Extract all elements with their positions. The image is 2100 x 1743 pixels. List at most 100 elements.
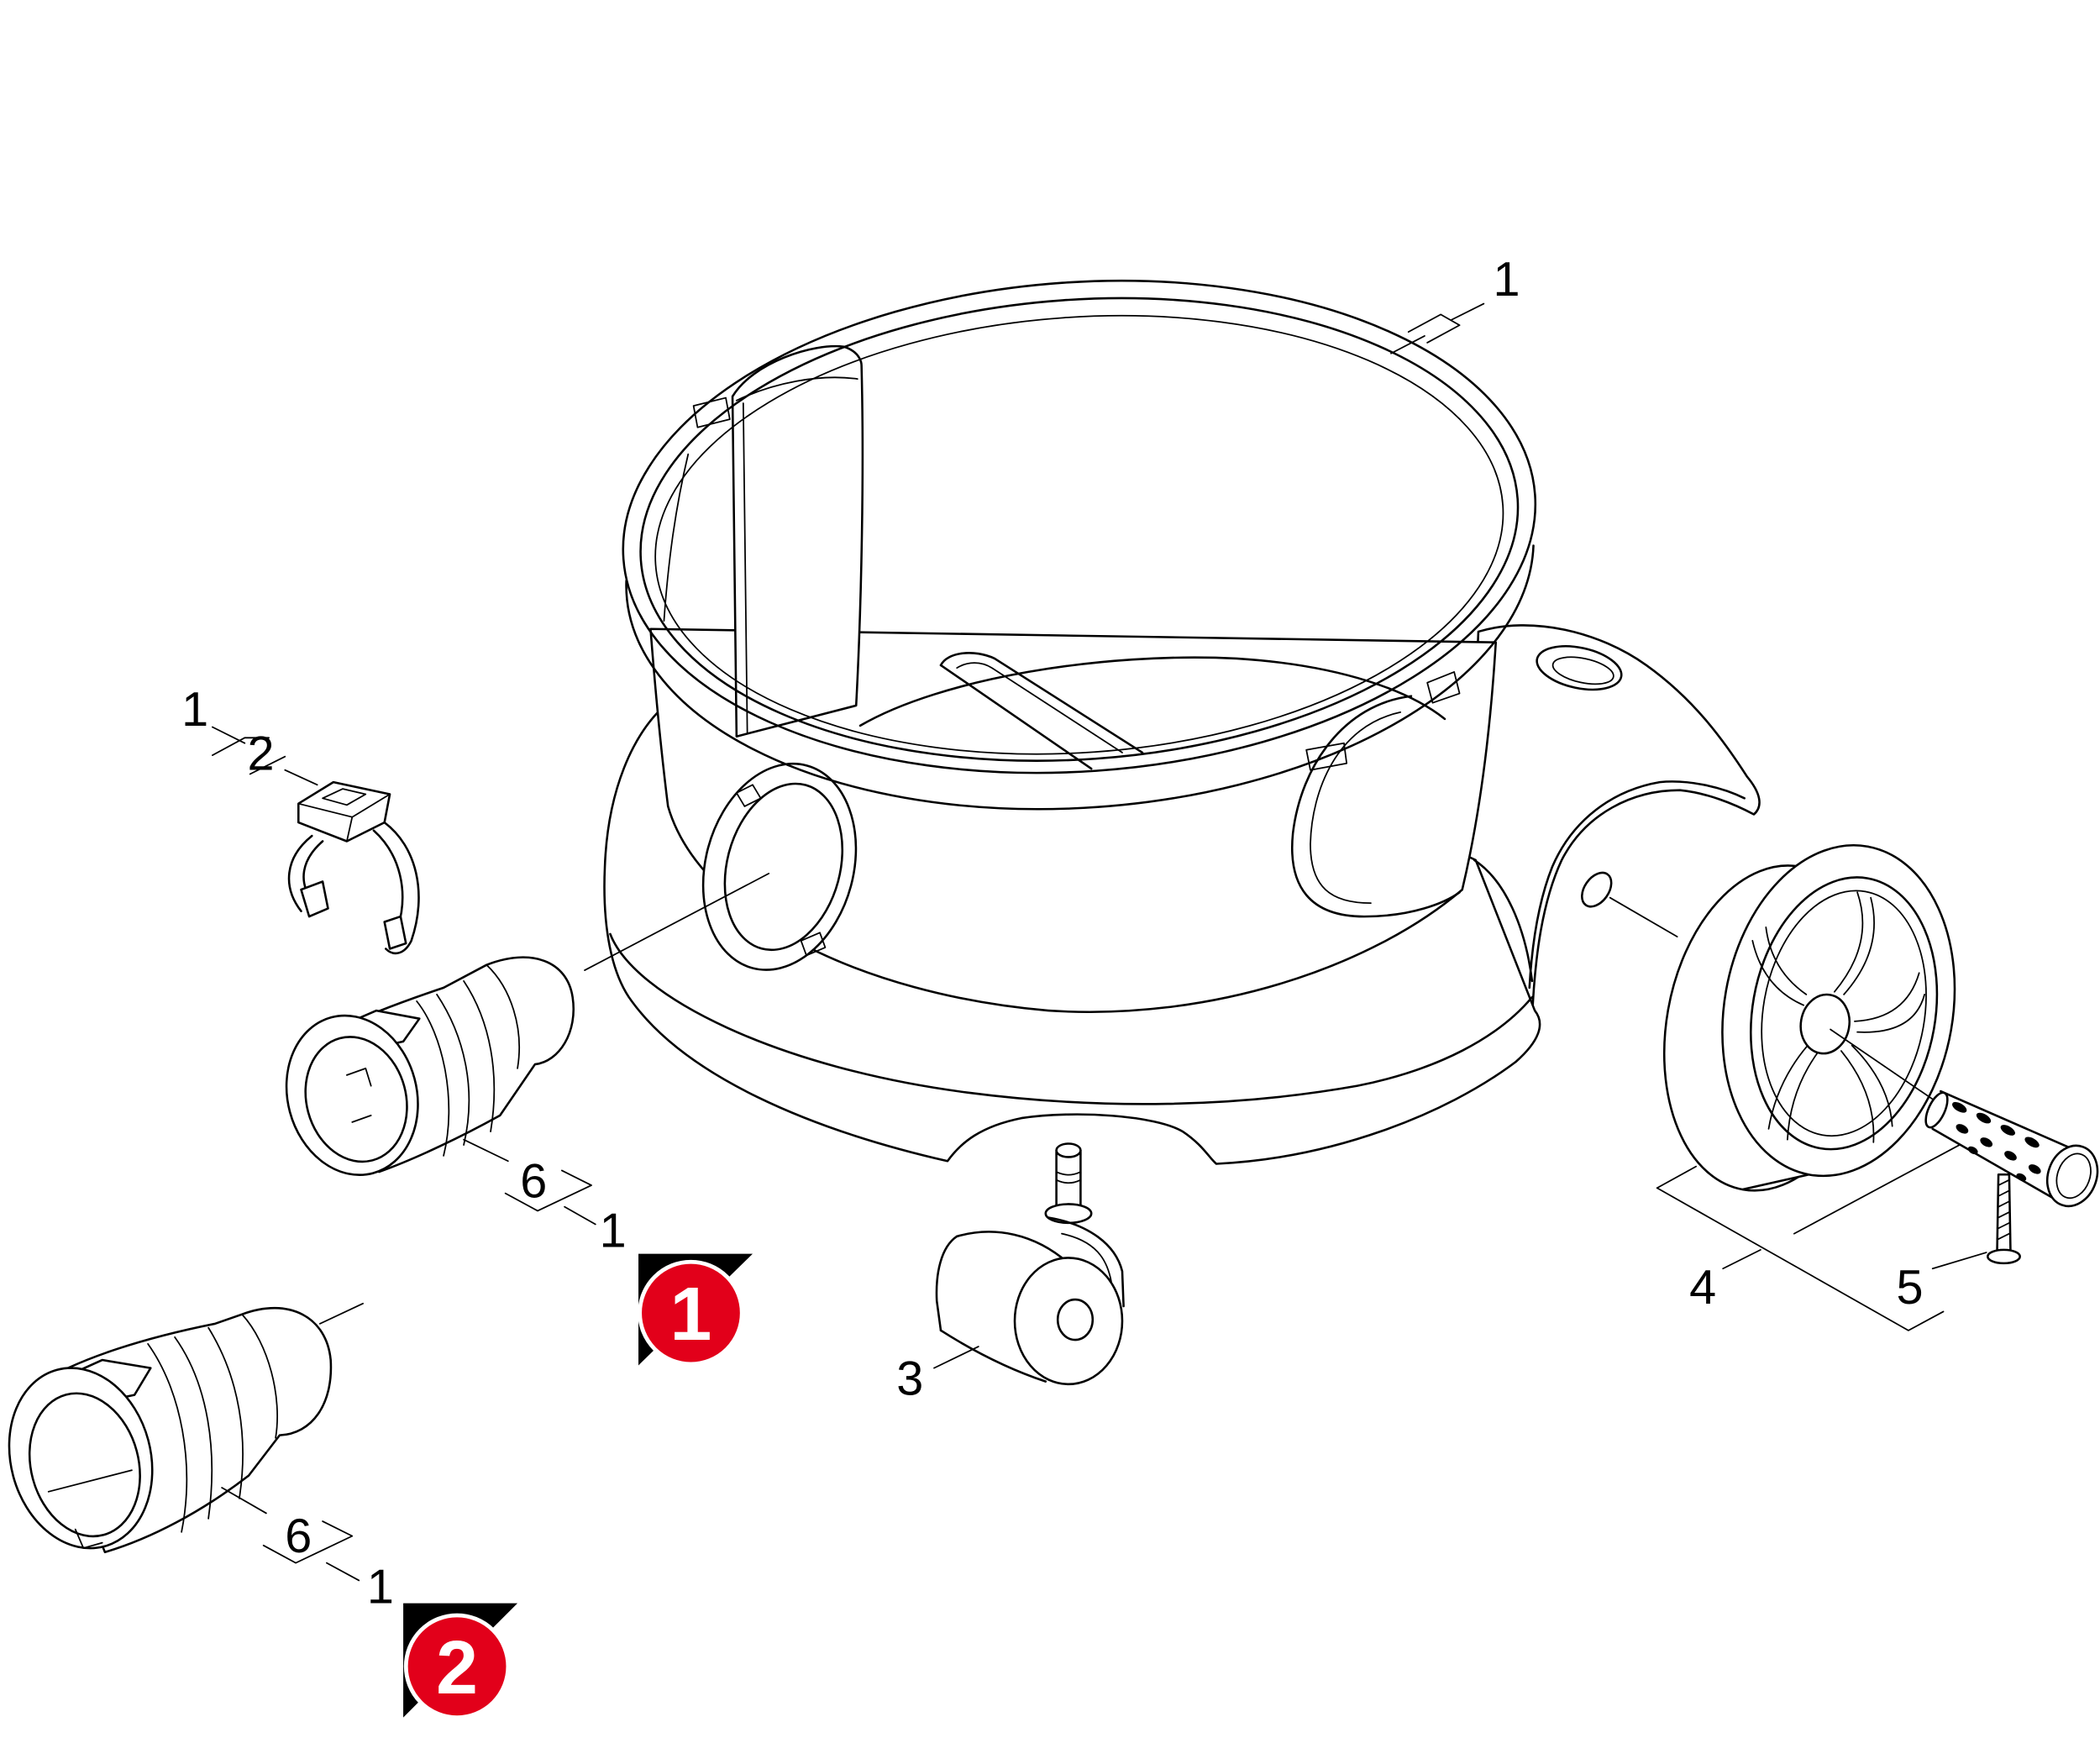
bracket-line — [249, 755, 286, 775]
connector-a-rib — [416, 1000, 450, 1157]
clip-tab-grip — [322, 788, 367, 806]
floor-slot-upper — [939, 652, 1144, 754]
callout-screw: 5 — [1896, 1261, 1923, 1315]
bracket-line — [504, 1169, 592, 1212]
wheel-callout-bracket — [1656, 1144, 1961, 1331]
pin-end-cap — [2045, 1144, 2099, 1208]
suction-port-tab-bottom — [800, 932, 827, 957]
recess-outer — [1291, 695, 1461, 918]
callout-connector-b-qty: 1 — [367, 1561, 394, 1614]
clip-ring-left — [287, 834, 313, 912]
pin-hole — [2024, 1137, 2040, 1148]
connector-a-rib — [463, 980, 496, 1132]
clip-hook-left — [300, 880, 329, 918]
connector-b-rib — [147, 1342, 188, 1533]
clip-leader-line — [284, 769, 318, 786]
base-band-edge — [609, 932, 1534, 1105]
connector-a-dome-seam — [486, 963, 520, 1069]
retaining-clip — [284, 769, 420, 955]
container-bowl — [584, 279, 1537, 1013]
clip-callout-bracket — [212, 726, 286, 775]
floor-slot-inner — [956, 662, 1123, 753]
pin-tail-end — [1924, 1091, 1949, 1129]
connector-b-leader-line — [319, 1302, 364, 1325]
bracket-line — [212, 737, 270, 756]
hose-connector-a — [285, 956, 575, 1176]
wheel — [1662, 844, 1956, 1192]
badge-2-circle — [403, 1613, 511, 1720]
wheel-spokes — [1751, 891, 1925, 1143]
pin-leader-line — [1830, 1028, 1942, 1105]
pin-holes — [1952, 1101, 2041, 1182]
variant-badge-1: 1 — [638, 1253, 753, 1367]
bowl-inner-wall-left — [663, 453, 690, 622]
rim-latch-right — [1426, 671, 1461, 704]
bracket-line — [564, 1205, 596, 1226]
screw-shaft — [1996, 1173, 2012, 1254]
rim-leader-line — [1390, 335, 1425, 354]
wheel-rim-inner — [1761, 890, 1927, 1137]
spoke-bottom-right — [1840, 1044, 1893, 1143]
wheel-hub — [1799, 993, 1851, 1055]
pin-hole — [1952, 1101, 1967, 1113]
callout-castor: 3 — [896, 1352, 923, 1406]
clip-ring-right — [383, 821, 420, 955]
callout-connector-a: 6 — [520, 1154, 547, 1208]
pin-hole — [2028, 1164, 2041, 1174]
pin-hole — [2000, 1125, 2015, 1136]
pin-hole — [1967, 1146, 1978, 1155]
bracket-line — [463, 1138, 509, 1163]
callout-connector-b: 6 — [285, 1509, 312, 1563]
bowl-inner-floor — [858, 656, 1446, 727]
floor-slot — [939, 652, 1144, 770]
suction-port-tab-top — [735, 784, 762, 807]
housing-button — [1536, 645, 1623, 691]
variant-badge-2: 2 — [403, 1603, 518, 1720]
inner-tube-edge — [742, 402, 748, 733]
castor-fork — [1047, 1216, 1125, 1308]
bracket-line — [262, 1520, 354, 1564]
suction-port-outer — [701, 762, 858, 971]
rim-latch-front — [1305, 742, 1348, 771]
castor-collar — [1044, 1203, 1093, 1225]
rim-inner-edge — [639, 297, 1520, 762]
callout-wheel: 4 — [1689, 1261, 1716, 1315]
recess-inner — [1310, 711, 1402, 904]
connector-a-inner-key — [346, 1067, 372, 1123]
bracket-line — [221, 1487, 267, 1515]
rear-wheel-housing — [1463, 624, 1761, 1020]
inner-tube-body — [731, 344, 864, 738]
rim-latch-left — [692, 396, 731, 428]
housing-button-inner — [1551, 656, 1614, 685]
housing-arch-inner — [1528, 780, 1746, 990]
pin-bottom-edge — [1931, 1127, 2061, 1203]
housing-axle-slot — [1581, 871, 1613, 908]
suction-port-inner — [723, 782, 844, 952]
bracket-line — [1722, 1248, 1761, 1270]
clip-ring-right-inner — [372, 829, 404, 929]
base-rear-joint — [1473, 858, 1534, 983]
callout-rim: 1 — [1494, 253, 1520, 307]
bracket-line — [1656, 1187, 1945, 1331]
connector-a-opening — [304, 1036, 408, 1163]
tire-tread-bottom — [1741, 1173, 1810, 1191]
castor-drum-top — [955, 1231, 1070, 1265]
bracket-line — [1793, 1144, 1961, 1235]
castor-stem-groove — [1055, 1171, 1082, 1184]
rim-front-drop — [625, 544, 1535, 811]
floor-slot-lower — [939, 664, 1093, 770]
spoke-top — [1834, 891, 1875, 995]
housing-shell — [1463, 624, 1761, 1020]
connector-b-rib — [207, 1326, 244, 1499]
pin-hole — [2016, 1173, 2027, 1182]
rim-inner-lip — [654, 314, 1504, 755]
clip-tab-edges — [297, 793, 391, 843]
rim-bracket — [1407, 302, 1485, 344]
pin-hole — [1980, 1137, 1993, 1147]
pin-hole — [1976, 1112, 1992, 1124]
bracket-line — [326, 1562, 360, 1582]
rim-outer-edge — [622, 279, 1537, 774]
pin-end-cap-inner — [2055, 1152, 2092, 1200]
screw-head — [1987, 1248, 2021, 1265]
